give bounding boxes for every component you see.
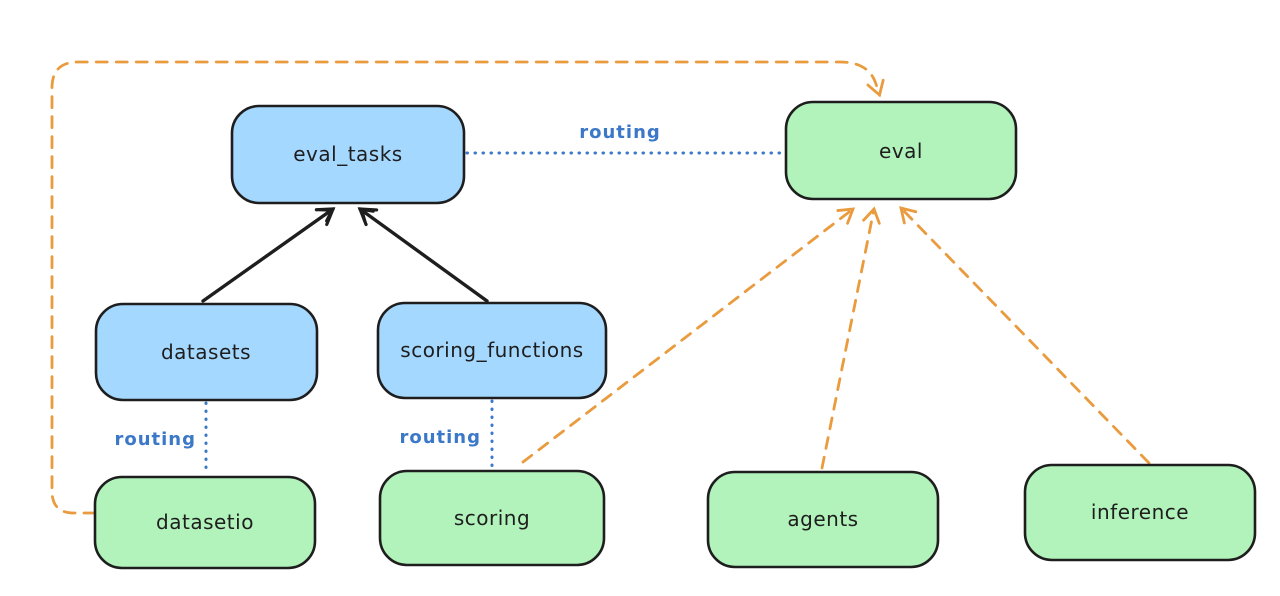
node-agents: agents — [706, 470, 940, 569]
node-scoring-box — [378, 469, 606, 567]
node-datasetio-box — [93, 475, 317, 570]
edge-datasets-to-eval-tasks — [201, 207, 336, 303]
node-datasets-label: datasets — [161, 340, 251, 364]
node-scoring-functions-label: scoring_functions — [400, 338, 583, 362]
node-datasets: datasets — [94, 302, 319, 402]
node-eval-tasks: eval_tasks — [230, 104, 466, 205]
edge-scoring-functions-to-eval-tasks — [357, 207, 489, 303]
node-scoring-functions-box — [376, 301, 608, 400]
node-scoring-functions: scoring_functions — [376, 301, 608, 400]
node-agents-box — [706, 470, 940, 569]
node-inference-box — [1023, 463, 1257, 562]
node-eval-tasks-label: eval_tasks — [293, 142, 402, 166]
node-inference-label: inference — [1091, 500, 1189, 524]
edge-scoring-to-eval — [521, 207, 856, 464]
node-eval-label: eval — [879, 139, 923, 163]
node-eval-box — [784, 100, 1018, 201]
node-agents-label: agents — [787, 507, 858, 531]
routing-label-scoring-functions-scoring: routing — [399, 427, 481, 448]
node-eval-tasks-box — [230, 104, 466, 205]
node-datasetio-label: datasetio — [156, 510, 254, 534]
node-eval: eval — [784, 100, 1018, 201]
routing-label-datasets-datasetio: routing — [114, 429, 196, 450]
node-scoring-label: scoring — [454, 506, 530, 530]
edge-datasetio-to-eval — [50, 60, 885, 515]
edge-inference-to-eval — [899, 206, 1151, 465]
routing-label-eval-tasks-eval: routing — [579, 122, 661, 143]
node-inference: inference — [1023, 463, 1257, 562]
node-datasets-box — [94, 302, 319, 402]
node-scoring: scoring — [378, 469, 606, 567]
node-datasetio: datasetio — [93, 475, 317, 570]
edge-agents-to-eval — [820, 206, 881, 470]
